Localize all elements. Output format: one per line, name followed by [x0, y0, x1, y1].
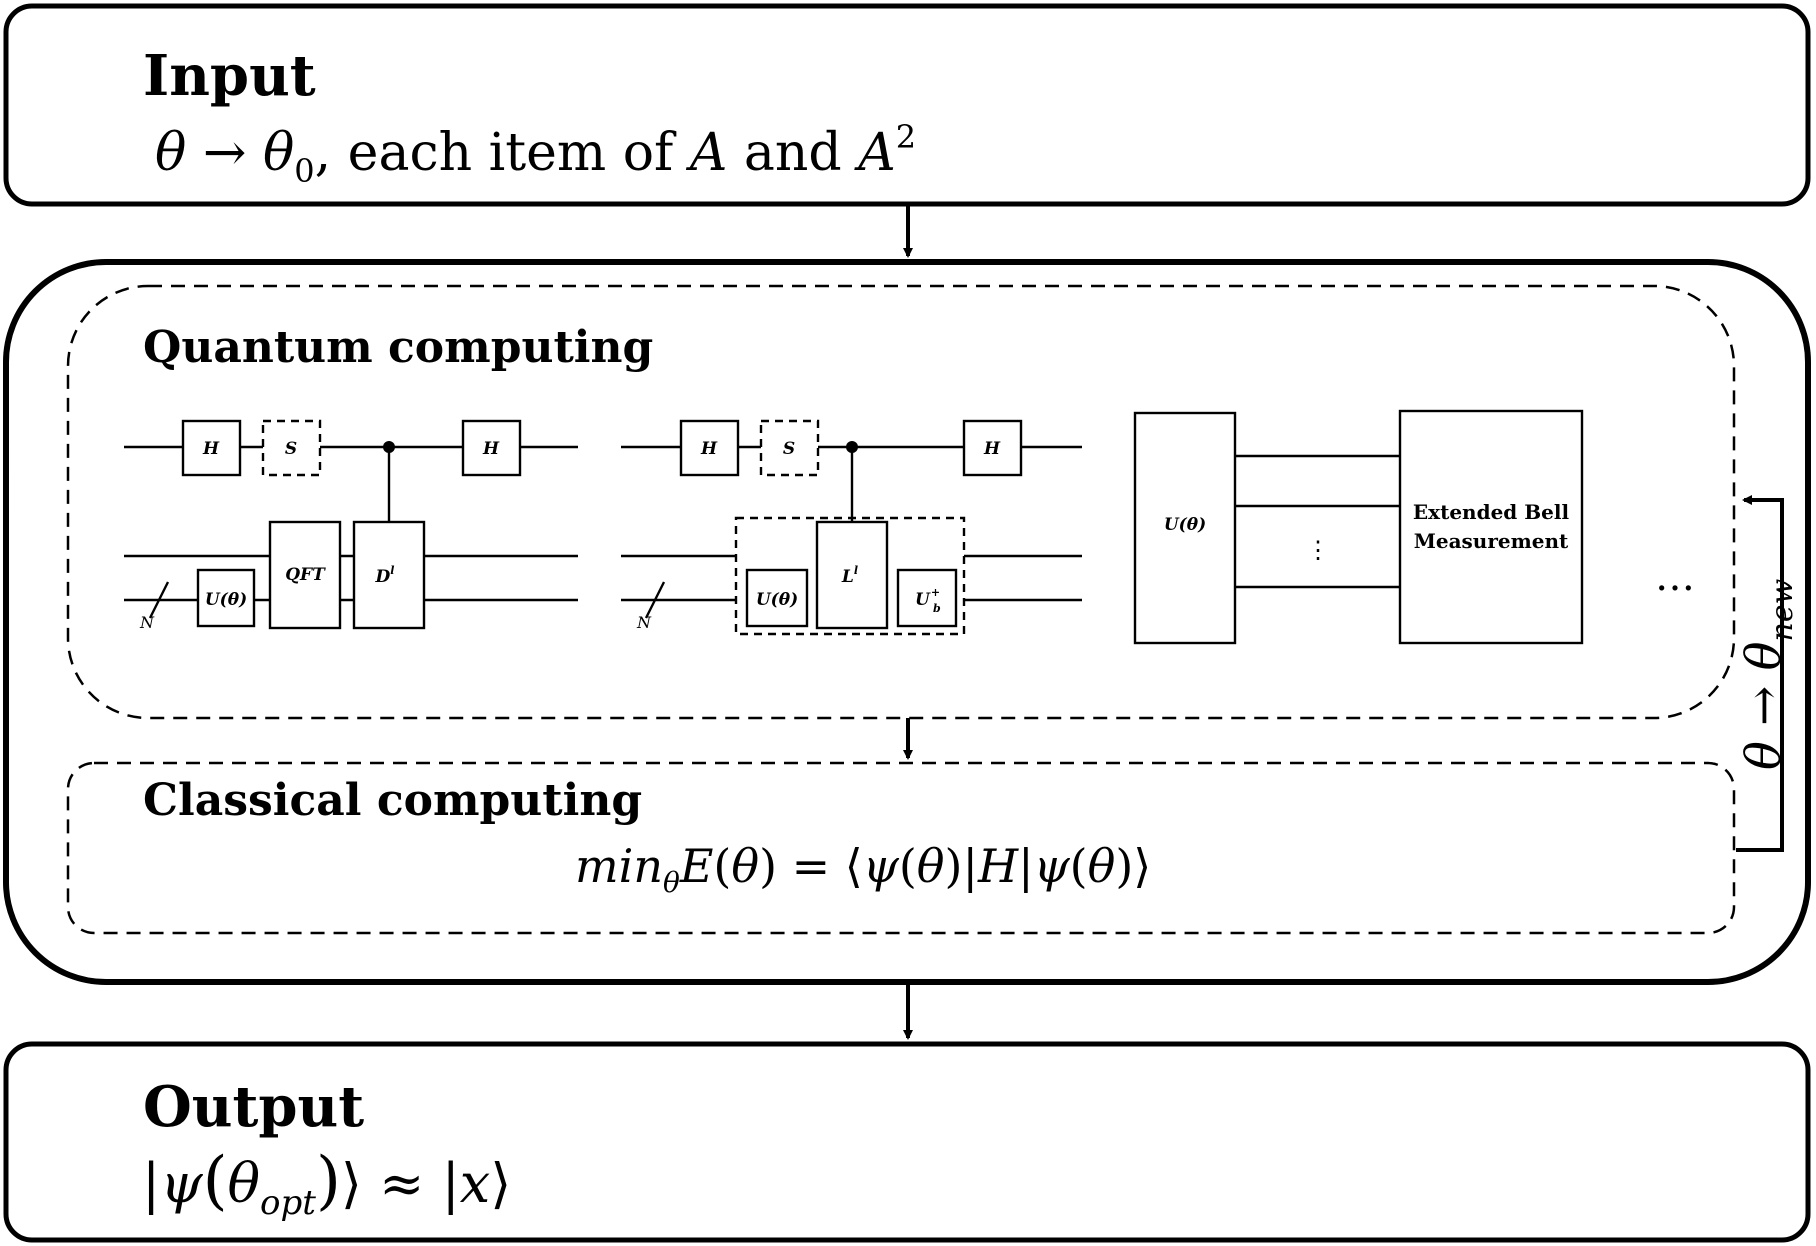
u-theta-gate: U(θ): [205, 590, 247, 610]
s-gate: S: [285, 439, 297, 459]
h-gate: H: [983, 439, 1001, 459]
classical-title: Classical computing: [143, 775, 642, 826]
register-label: N: [139, 613, 155, 632]
d-gate: Dl: [375, 564, 395, 587]
ub-dagger-gate: U+b: [915, 586, 941, 615]
quantum-computing-box: Quantum computing: [66, 284, 1736, 720]
circuit-1: N H S H U(θ) QFT Dl: [124, 419, 578, 632]
qft-gate: QFT: [285, 565, 326, 585]
circuit-2: N H S H U(θ) Ll U+b: [621, 419, 1082, 636]
feedback-loop: θ → θnew: [1736, 495, 1800, 852]
output-title: Output: [143, 1074, 364, 1140]
h-gate: H: [700, 439, 718, 459]
register-label: N: [636, 613, 652, 632]
more-ellipsis: …: [1655, 554, 1695, 600]
input-title: Input: [143, 43, 316, 109]
output-formula: |ψ(θopt)⟩ ≈ |x⟩: [142, 1144, 511, 1223]
circuit-3: U(θ) ⋮ Extended Bell Measurement: [1133, 409, 1584, 645]
cost-function-formula: minθE(θ) = ⟨ψ(θ)|H|ψ(θ)⟩: [575, 839, 1151, 899]
u-theta-gate: U(θ): [756, 590, 798, 610]
vertical-ellipsis: ⋮: [1306, 536, 1330, 564]
control-dot: [846, 441, 858, 453]
output-box: Output |ψ(θopt)⟩ ≈ |x⟩: [3, 1041, 1811, 1243]
classical-computing-box: Classical computing minθE(θ) = ⟨ψ(θ)|H|ψ…: [66, 761, 1736, 935]
input-box: Input θ → θ0, each item of A and A2: [3, 3, 1811, 207]
l-gate: Ll: [841, 564, 858, 587]
control-dot: [383, 441, 395, 453]
h-gate: H: [482, 439, 500, 459]
extended-bell-measurement-label: Extended Bell: [1413, 500, 1570, 524]
extended-bell-measurement-label: Measurement: [1414, 529, 1569, 553]
u-theta-gate: U(θ): [1164, 515, 1206, 535]
input-formula: θ → θ0, each item of A and A2: [155, 118, 916, 190]
h-gate: H: [202, 439, 220, 459]
s-gate: S: [783, 439, 795, 459]
quantum-title: Quantum computing: [143, 322, 653, 373]
theta-update-label: θ → θnew: [1736, 578, 1800, 770]
